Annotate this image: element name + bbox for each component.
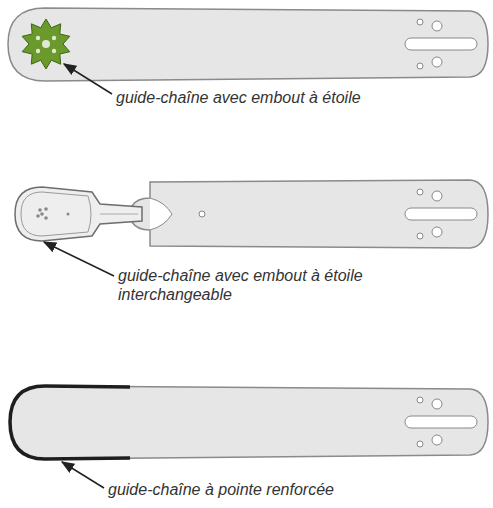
sprocket-nose-bar — [8, 8, 488, 81]
caption-label: guide-chaîne avec embout à étoile — [114, 88, 363, 107]
hardened-tip-bar — [10, 386, 488, 459]
leader-arrow — [64, 64, 112, 94]
leader-arrow — [44, 242, 114, 276]
interchangeable-nose-bar — [15, 180, 488, 248]
leader-arrow — [62, 462, 104, 488]
caption-label: guide-chaîne avec embout à étoile interc… — [116, 266, 400, 304]
caption-label: guide-chaîne à pointe renforcée — [106, 480, 336, 499]
